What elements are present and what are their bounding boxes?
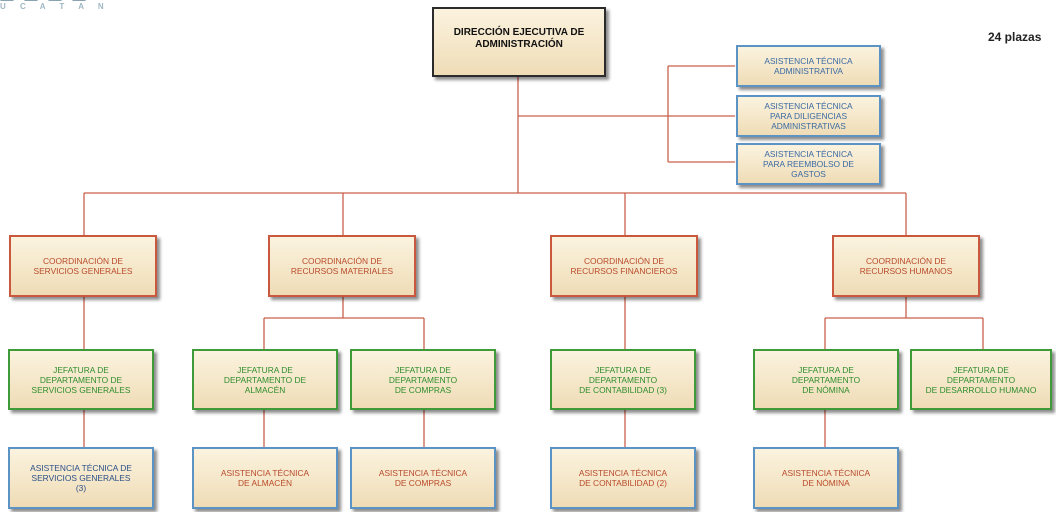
node-asistencia-reembolso: ASISTENCIA TÉCNICA PARA REEMBOLSO DE GAS… [736, 143, 881, 185]
node-coordinacion-servicios-generales: COORDINACIÓN DE SERVICIOS GENERALES [9, 235, 157, 297]
node-direccion-ejecutiva: DIRECCIÓN EJECUTIVA DE ADMINISTRACIÓN [432, 7, 606, 77]
logo: U C A T A N [0, 0, 140, 13]
node-jefatura-compras: JEFATURA DE DEPARTAMENTO DE COMPRAS [350, 349, 496, 410]
node-coordinacion-recursos-financieros: COORDINACIÓN DE RECURSOS FINANCIEROS [550, 235, 698, 297]
plazas-count: 24 plazas [988, 30, 1042, 44]
logo-mark-icon [0, 0, 112, 1]
node-jefatura-desarrollo-humano: JEFATURA DE DEPARTAMENTO DE DESARROLLO H… [910, 349, 1052, 410]
node-asistencia-servicios-generales: ASISTENCIA TÉCNICA DE SERVICIOS GENERALE… [8, 447, 154, 509]
node-coordinacion-recursos-materiales: COORDINACIÓN DE RECURSOS MATERIALES [268, 235, 416, 297]
logo-wordmark: U C A T A N [0, 2, 110, 11]
node-jefatura-almacen: JEFATURA DE DEPARTAMENTO DE ALMACÉN [192, 349, 338, 410]
node-asistencia-almacen: ASISTENCIA TÉCNICA DE ALMACÉN [192, 447, 338, 509]
node-jefatura-nomina: JEFATURA DE DEPARTAMENTO DE NÓMINA [753, 349, 899, 410]
node-asistencia-contabilidad: ASISTENCIA TÉCNICA DE CONTABILIDAD (2) [550, 447, 696, 509]
node-asistencia-diligencias: ASISTENCIA TÉCNICA PARA DILIGENCIAS ADMI… [736, 95, 881, 137]
node-coordinacion-recursos-humanos: COORDINACIÓN DE RECURSOS HUMANOS [832, 235, 980, 297]
node-asistencia-nomina: ASISTENCIA TÉCNICA DE NÓMINA [753, 447, 899, 509]
node-jefatura-contabilidad: JEFATURA DE DEPARTAMENTO DE CONTABILIDAD… [550, 349, 696, 410]
node-asistencia-compras: ASISTENCIA TÉCNICA DE COMPRAS [350, 447, 496, 509]
node-asistencia-administrativa: ASISTENCIA TÉCNICA ADMINISTRATIVA [736, 45, 881, 87]
node-jefatura-servicios-generales: JEFATURA DE DEPARTAMENTO DE SERVICIOS GE… [8, 349, 154, 410]
